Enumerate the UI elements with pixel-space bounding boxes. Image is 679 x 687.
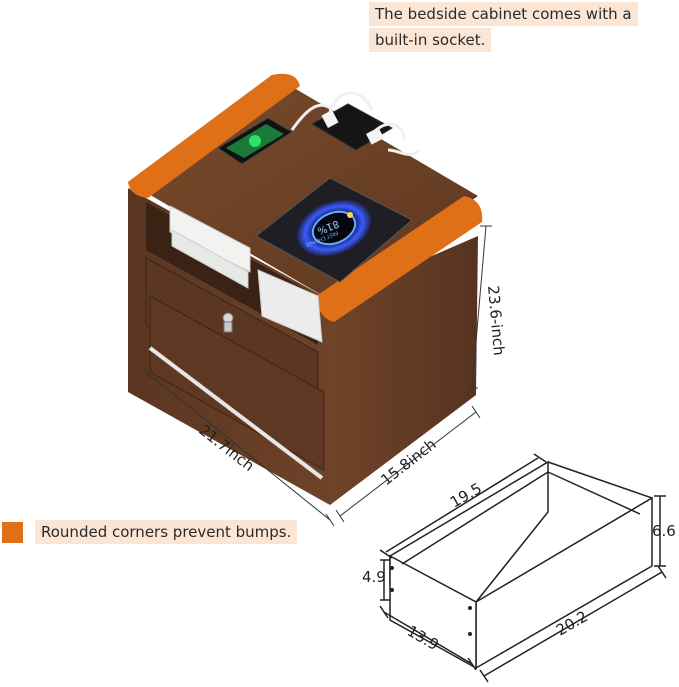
drawer-height-left: 4.9 bbox=[362, 568, 386, 586]
drawer-diagram bbox=[379, 453, 667, 683]
height-dimension: 23.6-inch bbox=[484, 285, 508, 357]
corners-caption: Rounded corners prevent bumps. bbox=[35, 520, 298, 544]
cabinet-dimensions bbox=[141, 225, 492, 527]
drawer-height-right: 6.6 bbox=[652, 522, 676, 540]
socket-caption-line2: built-in socket. bbox=[369, 28, 492, 52]
socket-module bbox=[290, 91, 421, 156]
orange-corner-swatch bbox=[2, 522, 23, 543]
socket-caption-line1: The bedside cabinet comes with a bbox=[369, 2, 638, 26]
phone-charging bbox=[217, 117, 293, 165]
nightstand-body bbox=[128, 73, 483, 505]
wireless-charging-pad: 81% FAST CHARGE bbox=[255, 177, 413, 283]
